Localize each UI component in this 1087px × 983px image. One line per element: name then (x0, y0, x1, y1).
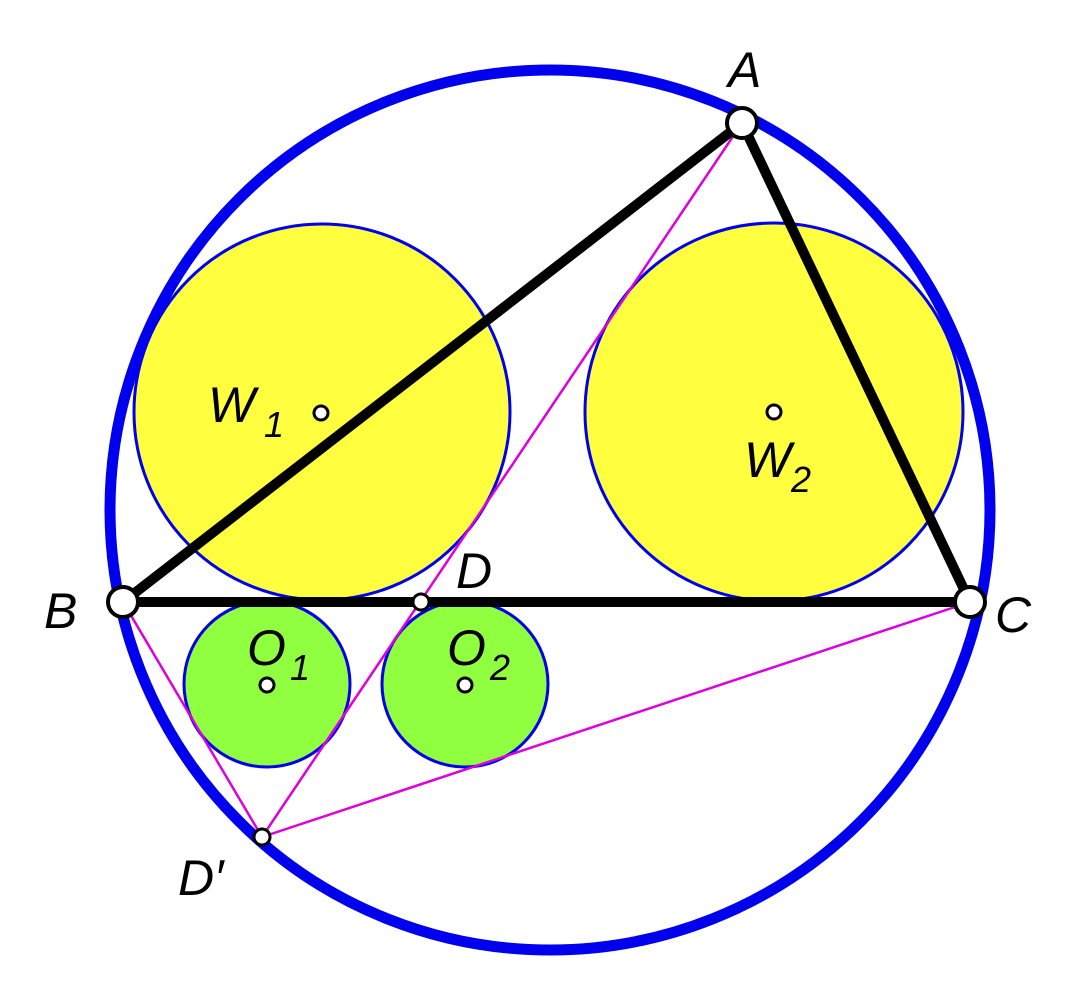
point-o2 (456, 676, 474, 694)
point-c (953, 585, 987, 619)
label-o1-subscript: 1 (290, 647, 310, 688)
label-o1: O (247, 620, 286, 676)
label-o2-subscript: 2 (489, 647, 510, 688)
point-b (106, 585, 140, 619)
point-a (725, 106, 759, 140)
line-a-d-prime (260, 122, 744, 838)
side-ac (737, 118, 975, 607)
label-a: A (725, 42, 761, 98)
construction-lines (121, 122, 971, 839)
label-w1: W (208, 377, 260, 433)
line-b-d-prime (121, 601, 264, 838)
triangle-abc (118, 118, 975, 607)
line-c-d-prime (261, 600, 971, 839)
label-d-prime: D′ (178, 850, 225, 906)
point-d (411, 592, 431, 612)
label-w1-subscript: 1 (264, 404, 284, 445)
label-c: C (995, 587, 1032, 643)
label-o2: O (447, 620, 486, 676)
label-w2: W (744, 432, 796, 488)
points (106, 106, 987, 847)
point-d-prime (252, 827, 272, 847)
point-w2 (765, 403, 783, 421)
label-w2-subscript: 2 (790, 459, 811, 500)
point-w1 (312, 404, 330, 422)
label-d: D (456, 543, 492, 599)
side-ab (118, 118, 747, 607)
point-o1 (258, 676, 276, 694)
label-b: B (44, 583, 77, 639)
circumcircle (104, 64, 996, 956)
